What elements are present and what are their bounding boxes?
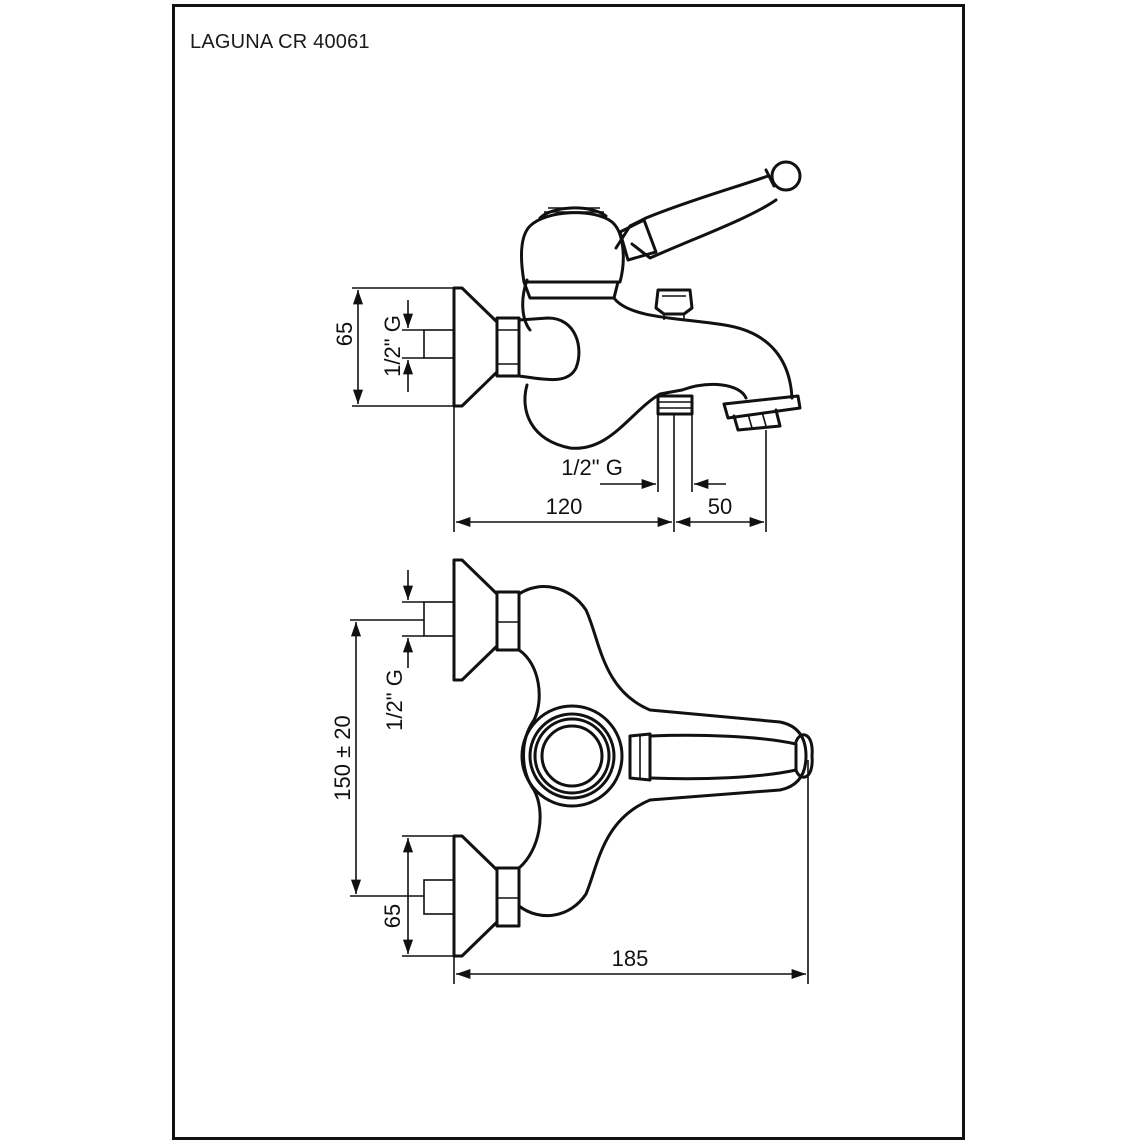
top-dim-centers: 150 ± 20 [330, 715, 355, 800]
model-title: LAGUNA CR 40061 [190, 31, 370, 53]
inlet-connector [517, 316, 581, 382]
lower-hex-nut [495, 866, 521, 928]
top-view: 1/2" G 150 ± 20 65 185 [330, 558, 814, 984]
hex-nut [495, 316, 521, 378]
lever-knob [770, 160, 802, 192]
top-dim-thread: 1/2" G [382, 669, 407, 731]
lower-wall-flange [452, 834, 499, 958]
cartridge-cap [520, 211, 625, 284]
cartridge-inner-ring [540, 724, 604, 788]
upper-hex-nut [495, 590, 521, 652]
side-dim-height: 65 [332, 322, 357, 346]
top-dim-width: 185 [612, 946, 649, 971]
upper-wall-flange [452, 558, 499, 682]
side-dim-thread-outlet: 1/2" G [561, 455, 623, 480]
side-dim-length: 120 [546, 494, 583, 519]
top-dim-height: 65 [380, 904, 405, 928]
lever-handle-top [628, 732, 652, 782]
spout-aerator [722, 394, 802, 420]
wall-flange [452, 286, 499, 408]
shower-outlet [656, 394, 694, 416]
mixer-body-top [517, 585, 808, 918]
side-dim-spout: 50 [708, 494, 732, 519]
cartridge-outer-ring [520, 704, 624, 808]
side-view: 65 1/2" G 1/2" G 120 50 [332, 160, 802, 532]
spout [612, 296, 794, 400]
drawing-frame [172, 4, 965, 1140]
diverter-knob [654, 288, 694, 316]
lever-handle [614, 174, 770, 250]
side-dim-thread-inlet: 1/2" G [380, 315, 405, 377]
